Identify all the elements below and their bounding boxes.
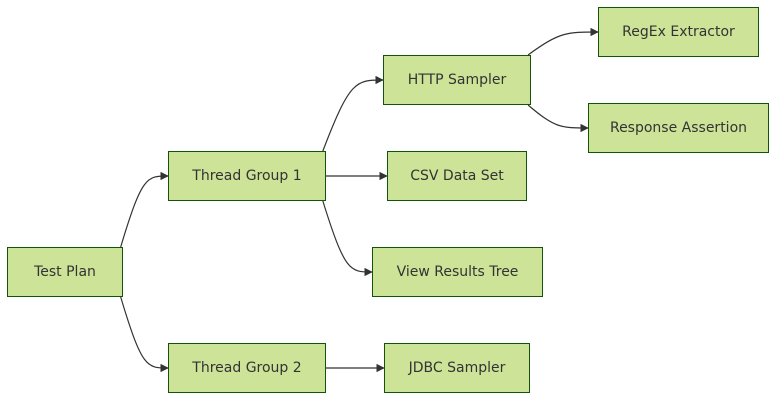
edge-http-sampler-to-response-assertion xyxy=(527,104,589,133)
edge-thread-group-1-to-http-sampler xyxy=(322,75,384,152)
edge-thread-group-1-to-view-results-tree xyxy=(322,200,373,277)
node-test-plan[interactable]: Test Plan xyxy=(7,247,123,297)
node-jdbc-sampler[interactable]: JDBC Sampler xyxy=(384,343,530,393)
edge-http-sampler-to-regex-extractor xyxy=(527,27,599,56)
node-thread-group-2[interactable]: Thread Group 2 xyxy=(168,343,326,393)
node-view-results-tree[interactable]: View Results Tree xyxy=(372,247,543,297)
node-regex-extractor[interactable]: RegEx Extractor xyxy=(598,7,759,57)
node-thread-group-1[interactable]: Thread Group 1 xyxy=(168,151,326,201)
edge-test-plan-to-thread-group-1 xyxy=(120,171,169,248)
node-csv-data-set[interactable]: CSV Data Set xyxy=(387,151,527,201)
edge-test-plan-to-thread-group-2 xyxy=(120,296,169,373)
node-http-sampler[interactable]: HTTP Sampler xyxy=(383,55,531,105)
node-response-assertion[interactable]: Response Assertion xyxy=(588,103,769,153)
